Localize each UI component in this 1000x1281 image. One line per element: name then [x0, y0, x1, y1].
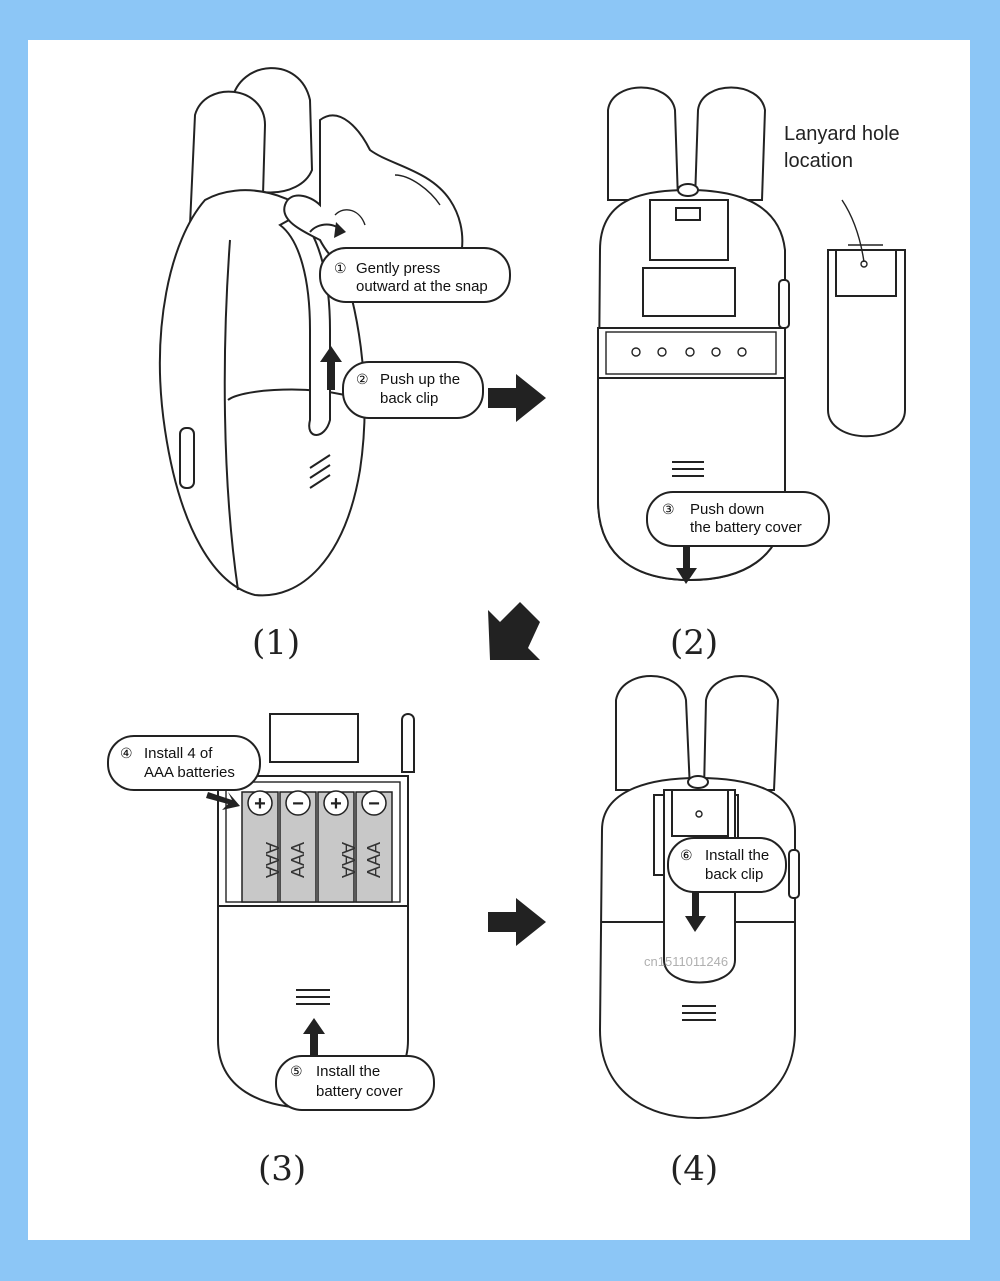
svg-text:Gently press: Gently press: [356, 260, 440, 277]
svg-text:Install the: Install the: [705, 847, 769, 864]
step-number-1: (1): [252, 623, 300, 663]
svg-text:AAA: AAA: [262, 842, 282, 878]
lanyard-hole-label: Lanyard hole location: [784, 123, 900, 172]
arrow-right-icon: [488, 898, 546, 946]
svg-text:+: +: [254, 793, 266, 815]
svg-text:①: ①: [334, 260, 347, 276]
step3-device: + − + − AAA AAA AAA AAA: [206, 713, 415, 1110]
svg-text:③: ③: [662, 501, 675, 517]
svg-text:Install 4 of: Install 4 of: [144, 745, 213, 762]
svg-text:④: ④: [120, 745, 133, 761]
step1-device: [159, 67, 464, 597]
battery-cells: + − + − AAA AAA AAA AAA: [241, 790, 393, 903]
svg-text:+: +: [330, 793, 342, 815]
watermark: cn1511011246: [644, 954, 728, 969]
svg-text:⑥: ⑥: [680, 847, 693, 863]
svg-text:AAA: AAA: [338, 842, 358, 878]
svg-text:Install the: Install the: [316, 1063, 380, 1080]
svg-text:Push down: Push down: [690, 501, 764, 518]
svg-text:AAA: AAA: [288, 842, 308, 878]
callout-push-up-back-clip: ② Push up the back clip: [342, 361, 484, 419]
svg-text:Push up the: Push up the: [380, 371, 460, 388]
svg-text:back clip: back clip: [705, 866, 763, 883]
step-number-2: (2): [670, 623, 718, 663]
svg-text:−: −: [368, 793, 380, 815]
svg-text:②: ②: [356, 371, 369, 387]
svg-text:battery cover: battery cover: [316, 1083, 403, 1100]
svg-text:AAA: AAA: [364, 842, 384, 878]
svg-text:the battery cover: the battery cover: [690, 519, 802, 536]
svg-text:location: location: [784, 150, 853, 172]
svg-text:−: −: [292, 793, 304, 815]
svg-text:AAA batteries: AAA batteries: [144, 764, 235, 781]
arrow-diagonal-icon: [488, 602, 540, 660]
svg-text:back clip: back clip: [380, 390, 438, 407]
arrow-right-icon: [488, 374, 546, 422]
svg-text:⑤: ⑤: [290, 1063, 303, 1079]
step-number-3: (3): [258, 1149, 306, 1189]
svg-text:Lanyard hole: Lanyard hole: [784, 123, 900, 145]
callout-push-down-battery-cover: ③ Push down the battery cover: [646, 491, 830, 547]
svg-text:outward at the snap: outward at the snap: [356, 278, 488, 295]
callout-install-battery-cover: ⑤ Install the battery cover: [275, 1055, 435, 1111]
callout-install-batteries: ④ Install 4 of AAA batteries: [107, 735, 261, 791]
callout-install-back-clip: ⑥ Install the back clip: [667, 837, 787, 893]
step4-device: [598, 675, 800, 1120]
step-number-4: (4): [670, 1149, 718, 1189]
step2-device: [596, 86, 790, 584]
step2-clip: [827, 199, 906, 438]
callout-gently-press: ① Gently press outward at the snap: [319, 247, 511, 303]
